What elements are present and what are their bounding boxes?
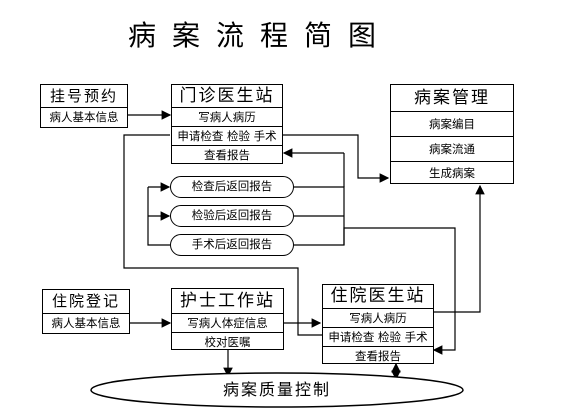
nurse-station-row-1: 写病人体症信息 [172,314,283,333]
inpatient-row-2: 申请检查 检验 手术 [323,328,433,347]
outpatient-row-3: 查看报告 [204,148,250,162]
nurse-station-box: 护士工作站 写病人体症信息 校对医嘱 [171,288,284,350]
record-management-row-2: 病案流通 [391,137,513,162]
outpatient-row-1: 写病人病历 [172,108,282,127]
registration-box: 挂号预约 病人基本信息 [40,84,128,128]
quality-control-label: 病案质量控制 [222,380,331,399]
arrow-inpatient-to-records [434,184,485,313]
inpatient-row-1: 写病人病历 [323,309,433,328]
admission-box: 住院登记 病人基本信息 [42,289,130,334]
inpatient-title: 住院医生站 [323,285,433,309]
registration-title: 挂号预约 [41,85,127,108]
arrow-outpatient-to-records [283,134,390,183]
admission-row: 病人基本信息 [51,316,121,330]
outpatient-box: 门诊医生站 写病人病历 申请检查 检验 手术 查看报告 [171,84,283,164]
return-report-surgery: 手术后返回报告 [170,234,294,256]
inpatient-row-3: 查看报告 [355,349,401,363]
return-report-lab: 检验后返回报告 [170,205,294,227]
return-report-exam: 检查后返回报告 [170,176,294,198]
admission-title: 住院登记 [43,290,129,314]
quality-control-ellipse [90,372,464,408]
arrow-returns-to-inpatient [343,227,456,355]
inpatient-box: 住院医生站 写病人病历 申请检查 检验 手术 查看报告 [322,284,434,364]
page-title: 病案流程简图 [127,19,392,52]
line-return-left [147,187,170,246]
nurse-station-row-2: 校对医嘱 [204,335,251,349]
outpatient-title: 门诊医生站 [172,85,282,108]
record-management-row-1: 病案编目 [391,112,513,137]
record-management-box: 病案管理 病案编目 病案流通 生成病案 [390,84,514,184]
record-management-title: 病案管理 [391,85,513,112]
nurse-station-title: 护士工作站 [172,289,283,314]
line-outpatient-left [123,134,322,336]
registration-row: 病人基本信息 [49,110,119,124]
outpatient-row-2: 申请检查 检验 手术 [172,127,282,146]
record-management-row-3: 生成病案 [429,166,475,180]
